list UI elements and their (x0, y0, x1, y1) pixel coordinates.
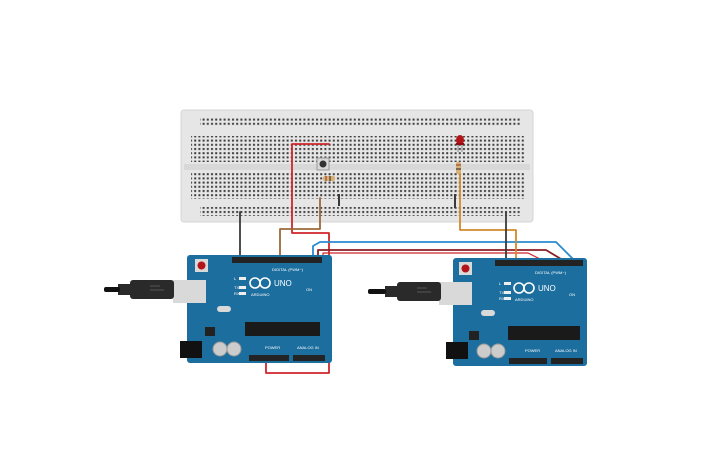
push-button[interactable] (316, 157, 330, 171)
tx-label: TX (499, 290, 504, 295)
power-header[interactable] (509, 358, 547, 364)
arduino-board-left[interactable]: ARDUINO UNO DIGITAL (PWM~) POWER ANALOG … (173, 255, 332, 363)
status-leds (239, 277, 246, 280)
lower-terminal-strip (191, 173, 525, 199)
model-label: UNO (538, 284, 556, 293)
capacitor-1 (476, 343, 492, 359)
power-jack[interactable] (180, 341, 202, 358)
top-power-rail (200, 117, 520, 126)
upper-terminal-strip (191, 136, 525, 162)
analog-label: ANALOG IN (555, 348, 577, 353)
wire-blue-serial[interactable] (312, 241, 577, 263)
analog-header[interactable] (551, 358, 583, 364)
led-l-label: L (234, 276, 237, 281)
on-label: ON (306, 287, 312, 292)
voltage-regulator (205, 327, 215, 336)
arduino-logo-icon (513, 282, 535, 294)
digital-label: DIGITAL (PWM~) (535, 270, 567, 275)
on-label: ON (569, 292, 575, 297)
logo-text: ARDUINO (515, 297, 533, 302)
digital-header[interactable] (232, 257, 322, 263)
digital-label: DIGITAL (PWM~) (272, 267, 304, 272)
model-label: UNO (274, 279, 292, 288)
led-l-label: L (499, 281, 502, 286)
usb-cable-left[interactable] (104, 280, 174, 299)
rx-label: RX (234, 291, 240, 296)
usb-port[interactable] (173, 280, 206, 303)
center-channel (184, 164, 530, 170)
logo-text: ARDUINO (251, 292, 269, 297)
digital-header[interactable] (495, 260, 583, 266)
power-header[interactable] (249, 355, 289, 361)
status-leds (504, 282, 511, 285)
power-label: POWER (265, 345, 280, 350)
bottom-power-rail (200, 207, 520, 216)
rx-label: RX (499, 296, 505, 301)
analog-label: ANALOG IN (297, 345, 319, 350)
arduino-logo-icon (249, 277, 271, 289)
voltage-regulator (469, 331, 479, 340)
tx-label: TX (234, 285, 239, 290)
breadboard[interactable] (180, 109, 534, 223)
usb-cable-right[interactable] (368, 282, 441, 301)
analog-header[interactable] (293, 355, 325, 361)
led-red[interactable] (456, 135, 464, 152)
capacitor-1 (212, 341, 228, 357)
led-resistor[interactable] (456, 162, 461, 174)
button-resistor[interactable] (323, 176, 335, 181)
usb-port[interactable] (439, 282, 472, 305)
arduino-board-right[interactable]: ARDUINO UNO DIGITAL (PWM~) POWER ANALOG … (439, 258, 587, 366)
wire-brown-button[interactable] (279, 197, 321, 263)
capacitor-2 (490, 343, 506, 359)
capacitor-2 (226, 341, 242, 357)
microcontroller-chip (508, 326, 580, 340)
power-label: POWER (525, 348, 540, 353)
crystal (217, 306, 231, 312)
microcontroller-chip (245, 322, 320, 336)
crystal (481, 310, 495, 316)
wire-red-power[interactable] (265, 143, 330, 374)
wire-orange-led[interactable] (459, 173, 517, 263)
power-jack[interactable] (446, 342, 468, 359)
